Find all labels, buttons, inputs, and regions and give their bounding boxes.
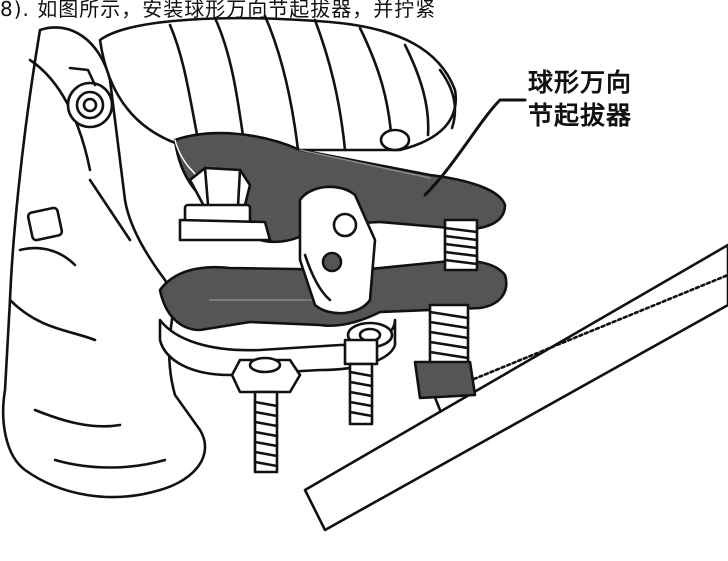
mount-bolt-middle bbox=[343, 338, 379, 426]
caption-text: 8). 如图所示，安装球形万向节起拔器，并拧紧 bbox=[0, 0, 437, 21]
callout-leader-line bbox=[423, 98, 527, 197]
tool-callout-label: 球形万向 节起拔器 bbox=[528, 66, 632, 132]
cv-boot bbox=[98, 14, 458, 152]
callout-line-1: 球形万向 bbox=[528, 68, 633, 97]
mount-bolt-front bbox=[230, 356, 302, 474]
castle-nut bbox=[178, 166, 272, 242]
callout-line-2: 节起拔器 bbox=[528, 101, 633, 130]
puller-pivot bbox=[298, 185, 377, 315]
forcing-screw bbox=[413, 218, 479, 400]
knuckle-bolt bbox=[66, 66, 114, 129]
steering-knuckle bbox=[1, 26, 207, 499]
